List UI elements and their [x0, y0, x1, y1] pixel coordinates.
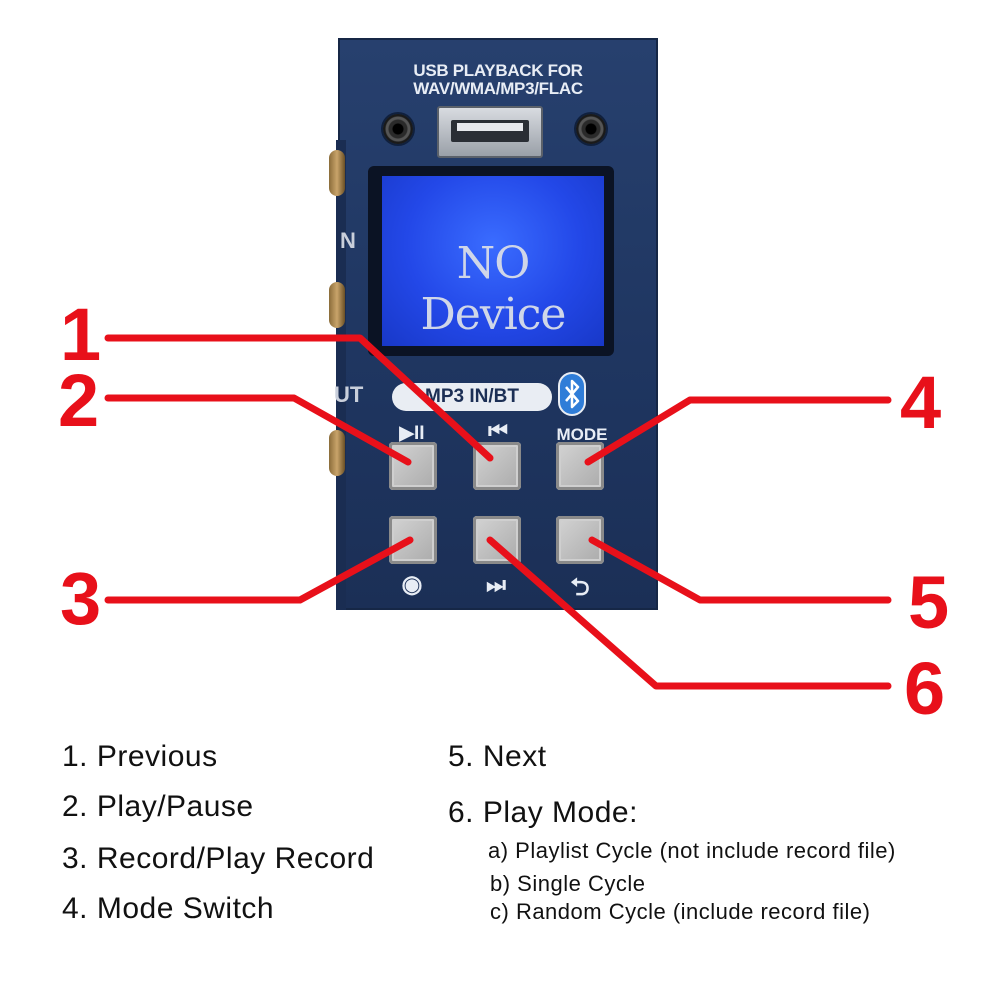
callout-number-6: 6	[904, 647, 946, 730]
callout-number-4: 4	[900, 361, 942, 444]
legend-subitem-single-cycle: b) Single Cycle	[490, 871, 646, 896]
side-knob-middle	[329, 282, 345, 328]
lcd-screen	[382, 176, 604, 346]
callout-line-4	[584, 396, 892, 466]
side-label-top: N	[340, 228, 356, 253]
callout-line-1	[104, 334, 494, 462]
callout-number-3: 3	[60, 557, 102, 640]
lcd-status-text: NO Device	[420, 238, 567, 340]
callout-line-6	[486, 536, 892, 690]
next-icon: ⏭	[486, 572, 506, 597]
callout-number-5: 5	[908, 561, 950, 644]
side-label-bottom: UT	[334, 382, 364, 407]
mode-button[interactable]	[556, 442, 604, 490]
usb-port-socket	[451, 120, 529, 142]
legend-item-play-mode: 6. Play Mode:	[448, 796, 638, 829]
callout-number-1: 1	[60, 293, 102, 376]
usb-playback-title: USB PLAYBACK FOR WAV/WMA/MP3/FLAC	[338, 62, 658, 98]
legend-item-previous: 1. Previous	[62, 740, 218, 773]
callout-line-2	[104, 394, 412, 466]
legend-subitem-playlist-cycle: a) Playlist Cycle (not include record fi…	[488, 838, 896, 863]
legend-subitem-random-cycle: c) Random Cycle (include record file)	[490, 899, 871, 924]
mode-label: MODE	[556, 425, 608, 444]
left-jack[interactable]	[383, 114, 413, 144]
play-pause-icon: ▶II	[399, 423, 425, 444]
bluetooth-icon	[558, 372, 586, 416]
legend-item-mode-switch: 4. Mode Switch	[62, 892, 275, 925]
bluetooth-icon-glyph	[565, 379, 580, 409]
usb-title-line2: WAV/WMA/MP3/FLAC	[413, 79, 583, 98]
panel-left-edge	[336, 140, 346, 610]
side-knob-bottom	[329, 430, 345, 476]
usb-title-line1: USB PLAYBACK FOR	[413, 61, 583, 80]
callout-number-2: 2	[58, 359, 100, 442]
callout-line-3	[104, 536, 414, 604]
usb-port-tongue	[457, 123, 523, 131]
loop-icon: ⮌	[570, 574, 590, 601]
side-knob-top	[329, 150, 345, 196]
play-pause-button[interactable]	[389, 442, 437, 490]
callout-line-5	[588, 536, 892, 604]
usb-port[interactable]	[437, 106, 543, 158]
previous-icon: ⏮	[488, 418, 508, 443]
right-jack[interactable]	[576, 114, 606, 144]
record-icon: ◉	[401, 571, 423, 598]
legend-item-next: 5. Next	[448, 740, 547, 773]
legend-item-play-pause: 2. Play/Pause	[62, 790, 254, 823]
legend-item-record: 3. Record/Play Record	[62, 842, 375, 875]
